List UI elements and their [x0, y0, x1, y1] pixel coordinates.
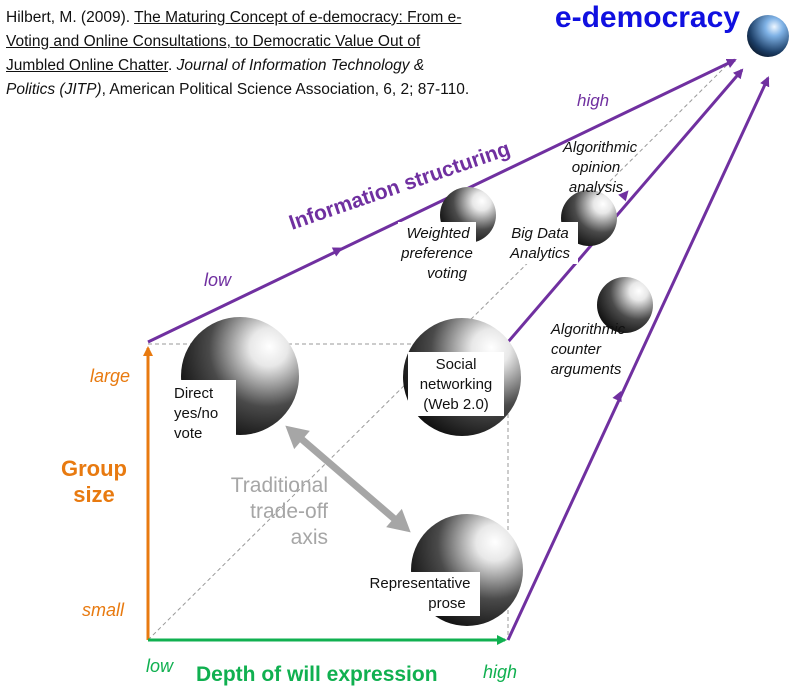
tradeoff-shaft	[295, 433, 401, 525]
group-size-label-line2: size	[73, 482, 115, 507]
tradeoff-arrow	[285, 425, 411, 533]
big-data-label: Big Data Analytics	[509, 225, 571, 262]
bg-weighted-voting	[398, 222, 476, 284]
bg-social-networking	[408, 352, 504, 416]
rep-line1: Representative	[370, 575, 471, 592]
citation-sep: .	[167, 57, 177, 74]
depth-high-label: high	[483, 662, 517, 682]
opinion-line1: Algorithmic	[562, 139, 638, 156]
bg-representative-prose	[358, 572, 480, 616]
social-line3: (Web 2.0)	[423, 396, 489, 413]
depth-label: Depth of will expression	[196, 663, 438, 686]
weighted-voting-label: Weighted preference voting	[400, 225, 473, 282]
info-high-label: high	[577, 91, 609, 110]
direct-vote-line3: vote	[174, 425, 202, 442]
sphere-counter-arguments	[597, 277, 653, 333]
tradeoff-head-b	[386, 508, 411, 533]
rep-line2: prose	[428, 595, 466, 612]
counter-line3: arguments	[551, 361, 622, 378]
social-line1: Social	[436, 356, 477, 373]
representative-prose-label: Representative prose	[370, 575, 471, 612]
tradeoff-line2: trade-off	[250, 500, 328, 523]
group-size-label-line1: Group	[61, 456, 127, 481]
citation-author: Hilbert, M. (2009).	[6, 9, 135, 26]
counter-line2: counter	[551, 341, 602, 358]
opinion-line3: analysis	[569, 179, 624, 196]
group-large-label: large	[90, 366, 130, 386]
label-backgrounds	[170, 222, 578, 616]
bg-direct-vote	[170, 380, 236, 444]
opinion-analysis-label: Algorithmic opinion analysis	[562, 139, 638, 196]
edemocracy-title: e-democracy	[555, 1, 740, 34]
citation: Hilbert, M. (2009). The Maturing Concept…	[6, 6, 476, 102]
tradeoff-line1: Traditional	[231, 474, 328, 497]
tradeoff-head-a	[285, 425, 310, 450]
mid-arrow-1	[331, 247, 344, 257]
weighted-line3: voting	[427, 265, 468, 282]
direct-vote-label: Direct yes/no vote	[174, 385, 218, 442]
social-line2: networking	[420, 376, 493, 393]
weighted-line1: Weighted	[406, 225, 470, 242]
purple-mid-arrows	[331, 190, 629, 403]
direct-vote-line2: yes/no	[174, 405, 218, 422]
depth-low-label: low	[146, 656, 174, 676]
social-to-edemocracy-line	[506, 68, 744, 343]
counter-line1: Algorithmic	[550, 321, 626, 338]
info-structuring-axis	[147, 58, 737, 344]
purple-axes	[147, 58, 770, 641]
depth-to-edemocracy-line	[506, 76, 770, 641]
bigdata-line2: Analytics	[509, 245, 571, 262]
direct-vote-line1: Direct	[174, 385, 214, 402]
tradeoff-line3: axis	[291, 526, 328, 549]
sphere-edemocracy	[747, 15, 789, 57]
mid-arrow-3	[612, 390, 622, 403]
bg-big-data	[504, 222, 578, 264]
citation-publisher: , American Political Science Association…	[101, 81, 470, 98]
info-low-label: low	[204, 270, 232, 290]
mid-arrow-2	[618, 190, 629, 202]
citation-journal: Journal of Information Technology & Poli…	[6, 57, 425, 98]
weighted-line2: preference	[400, 245, 473, 262]
social-networking-label: Social networking (Web 2.0)	[420, 356, 493, 413]
tradeoff-label: Traditional trade-off axis	[231, 474, 328, 549]
opinion-line2: opinion	[572, 159, 620, 176]
bigdata-line1: Big Data	[511, 225, 569, 242]
counter-arguments-label: Algorithmic counter arguments	[550, 321, 626, 378]
group-small-label: small	[82, 600, 125, 620]
citation-title: The Maturing Concept of e-democracy: Fro…	[6, 9, 462, 74]
